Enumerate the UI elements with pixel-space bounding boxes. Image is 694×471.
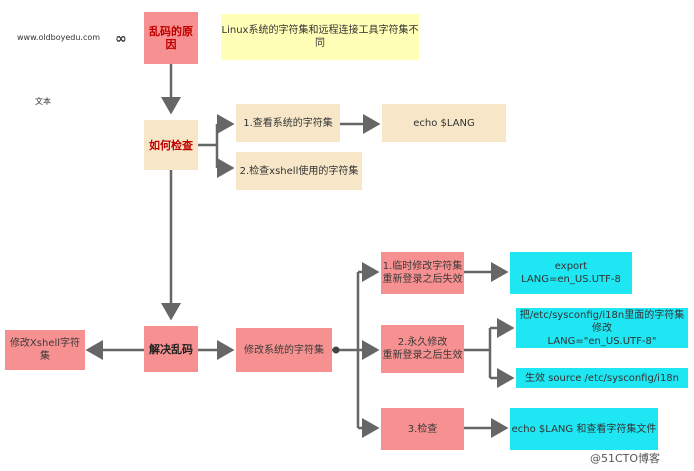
node-cause[interactable]: 乱码的原因 [144,12,198,64]
node-fix-sys-label: 修改系统的字符集 [244,344,324,356]
node-check-xshell-label: 2.检查xshell使用的字符集 [239,165,359,177]
node-verify-cmd-label: echo $LANG 和查看字符集文件 [511,423,657,435]
watermark: @51CTO博客 [590,452,661,465]
node-cause-label: 乱码的原因 [149,25,193,51]
node-temp[interactable]: 1.临时修改字符集 重新登录之后失效 [381,252,464,294]
node-solve[interactable]: 解决乱码 [144,326,198,372]
side-text: 文本 [35,97,51,106]
node-perm-cmd1-label: 把/etc/sysconfig/i18n里面的字符集修改 LANG="en_US… [519,309,685,347]
node-temp-cmd-label: export LANG=en_US.UTF-8 [521,261,621,285]
node-perm-cmd2-label: 生效 source /etc/sysconfig/i18n [524,372,680,384]
junction-dot [332,346,340,354]
node-perm-cmd1[interactable]: 把/etc/sysconfig/i18n里面的字符集修改 LANG="en_US… [516,308,688,348]
node-perm[interactable]: 2.永久修改 重新登录之后生效 [381,325,464,373]
node-verify-label: 3.检查 [407,423,438,435]
node-verify-cmd[interactable]: echo $LANG 和查看字符集文件 [510,408,658,450]
node-check-sys-cmd-label: echo $LANG [413,117,475,129]
node-check-sys-cmd[interactable]: echo $LANG [382,104,506,142]
node-check-sys[interactable]: 1.查看系统的字符集 [236,104,340,142]
node-temp-cmd[interactable]: export LANG=en_US.UTF-8 [510,252,632,294]
node-check-label: 如何检查 [149,138,193,152]
node-verify[interactable]: 3.检查 [381,408,464,450]
node-check[interactable]: 如何检查 [144,120,198,170]
node-perm-cmd2[interactable]: 生效 source /etc/sysconfig/i18n [516,368,688,388]
node-fix-xshell-label: 修改Xshell字符集 [9,338,81,362]
site-url: www.oldboyedu.com [17,33,101,42]
link-icon: ∞ [115,31,127,47]
note-box: Linux系统的字符集和远程连接工具字符集不同 [221,14,419,60]
note-text: Linux系统的字符集和远程连接工具字符集不同 [221,25,419,49]
node-check-xshell[interactable]: 2.检查xshell使用的字符集 [236,152,362,190]
node-perm-label: 2.永久修改 重新登录之后生效 [382,337,463,361]
node-check-sys-label: 1.查看系统的字符集 [243,117,333,129]
node-fix-xshell[interactable]: 修改Xshell字符集 [5,330,85,370]
node-fix-sys[interactable]: 修改系统的字符集 [236,328,332,372]
node-temp-label: 1.临时修改字符集 重新登录之后失效 [382,261,463,285]
node-solve-label: 解决乱码 [149,342,193,356]
